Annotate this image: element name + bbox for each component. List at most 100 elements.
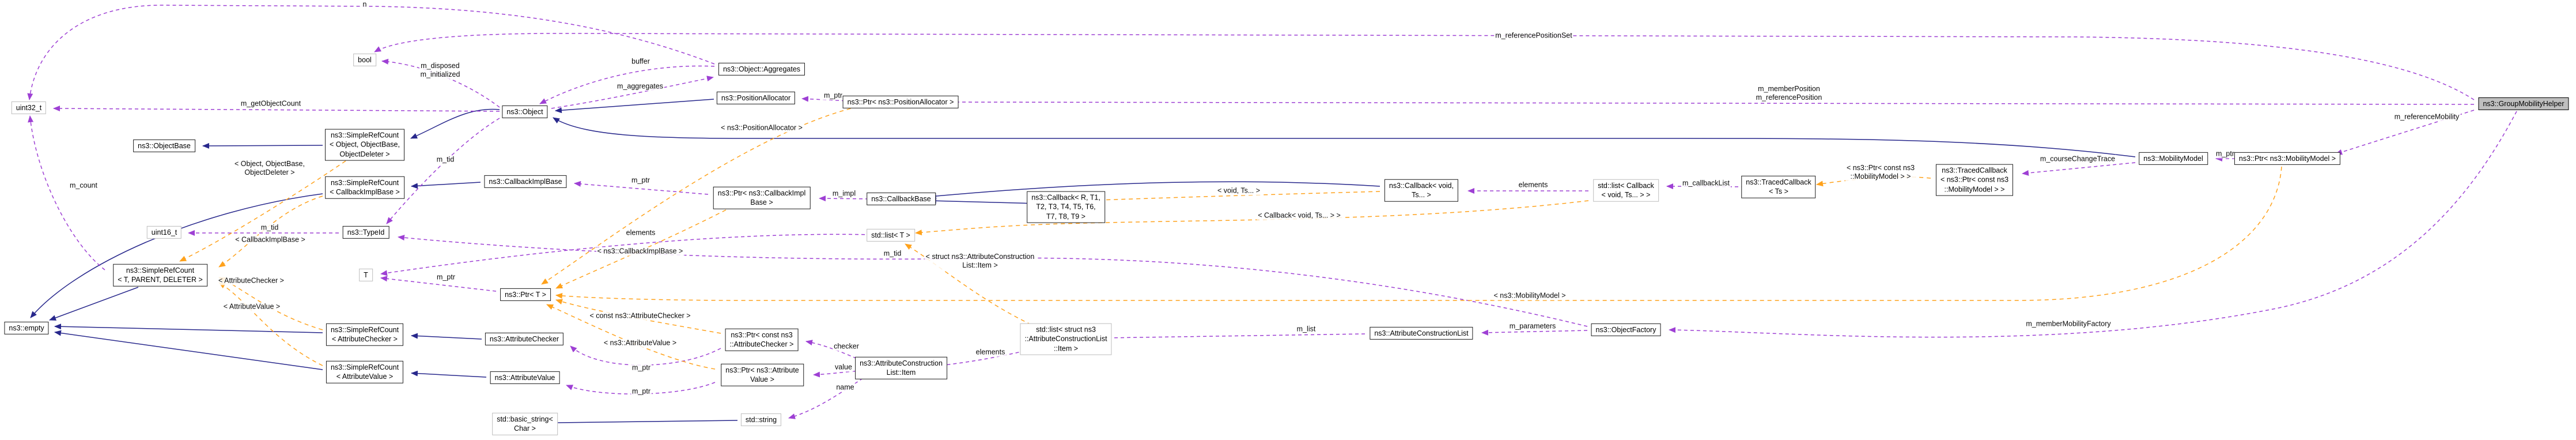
edge-use-listitem-item (940, 349, 1032, 368)
edge-label-lbl-pos-template: < ns3::PositionAllocator > (720, 123, 804, 133)
node-uint16-t: uint16_t (146, 225, 182, 239)
edge-tpl-ptrmob-ptrt (555, 166, 2282, 301)
edge-use-mobility-traced (2022, 162, 2136, 176)
edge-label-lbl-m-referencemobility: m_referenceMobility (2393, 112, 2461, 122)
edge-use-ptrcac-ac (570, 345, 721, 366)
edge-label-lbl-traced-template: < ns3::Ptr< const ns3 ::MobilityModel > … (1845, 164, 1916, 181)
edge-use-callbackbase-ptrcib (819, 195, 876, 202)
edge-label-lbl-m-tid-factory: m_tid (882, 249, 903, 258)
node-attr-construction-list[interactable]: ns3::AttributeConstructionList (1370, 326, 1473, 340)
edge-label-lbl-ac-template: < AttributeChecker > (217, 276, 285, 285)
node-simpleref-tpd[interactable]: ns3::SimpleRefCount < T, PARENT, DELETER… (113, 264, 207, 287)
edge-label-lbl-m-memberposition: m_memberPosition m_referencePosition (1754, 85, 1824, 102)
edge-use-srctpd-uint32 (28, 115, 105, 270)
node-simpleref-object[interactable]: ns3::SimpleRefCount < Object, ObjectBase… (325, 129, 404, 161)
node-ptr-position-allocator[interactable]: ns3::Ptr< ns3::PositionAllocator > (842, 95, 959, 109)
node-attribute-checker[interactable]: ns3::AttributeChecker (485, 332, 564, 346)
edge-label-lbl-m-impl: m_impl (831, 189, 857, 198)
node-empty[interactable]: ns3::empty (4, 321, 49, 335)
edge-use-aggregates-uint32 (27, 5, 715, 100)
node-simpleref-attrvalue[interactable]: ns3::SimpleRefCount < AttributeValue > (326, 360, 404, 383)
edge-use-object-typeid (386, 118, 500, 224)
edge-label-lbl-m-getobjectcount: m_getObjectCount (239, 99, 302, 108)
edge-inh-callbackrt-callbackbase (929, 198, 1038, 204)
edge-label-lbl-m-membermobilityfactory: m_memberMobilityFactory (2025, 319, 2112, 329)
node-aggregates[interactable]: ns3::Object::Aggregates (718, 62, 805, 76)
edge-use-listt-t (380, 234, 872, 276)
edge-use-helper-ptrmob (2335, 110, 2475, 155)
edge-label-lbl-value: value (834, 363, 853, 372)
node-callback-impl-base[interactable]: ns3::CallbackImplBase (484, 175, 567, 189)
node-simpleref-callbackimplbase[interactable]: ns3::SimpleRefCount < CallbackImplBase > (325, 176, 404, 199)
edge-label-lbl-m-ptr-posalloc: m_ptr (823, 91, 843, 100)
edge-label-lbl-checker: checker (833, 342, 860, 351)
edge-label-lbl-const-ac-template: < const ns3::AttributeChecker > (588, 311, 692, 321)
edge-tpl-srcobj-srctpd (179, 160, 346, 262)
edge-inh-srcobj-objectbase (202, 142, 323, 149)
node-object-base[interactable]: ns3::ObjectBase (133, 139, 195, 153)
edge-label-lbl-cib-template: < CallbackImplBase > (234, 235, 307, 245)
node-basic-string: std::basic_string< Char > (492, 412, 558, 435)
edge-label-lbl-m-coursechangetrace: m_courseChangeTrace (2038, 155, 2117, 164)
edge-inh-mobility-object (553, 117, 2136, 157)
edge-label-lbl-n: n (361, 0, 368, 9)
edge-label-lbl-obj-template: < Object, ObjectBase, ObjectDeleter > (233, 160, 306, 177)
node-bool: bool (353, 53, 376, 67)
edge-use-ptrcib-cib (574, 180, 709, 195)
node-object-factory[interactable]: ns3::ObjectFactory (1591, 323, 1661, 337)
node-callback-r-t1-t9[interactable]: ns3::Callback< R, T1, T2, T3, T4, T5, T6… (1027, 191, 1105, 223)
edge-label-lbl-m-ptr-av: m_ptr (631, 387, 652, 396)
edge-label-lbl-av-template: < AttributeValue > (222, 302, 282, 311)
edge-label-lbl-buffer: buffer (630, 57, 651, 66)
edge-inh-posalloc-object (555, 99, 714, 114)
node-simpleref-attrchecker[interactable]: ns3::SimpleRefCount < AttributeChecker > (326, 323, 404, 346)
node-callback-base[interactable]: ns3::CallbackBase (867, 192, 936, 206)
edge-label-lbl-callback-void-ts: < Callback< void, Ts... > > (1257, 211, 1342, 220)
edge-inh-object-srcobj (410, 108, 500, 139)
edge-label-lbl-name: name (835, 383, 856, 392)
node-ptr-callback-impl-base[interactable]: ns3::Ptr< ns3::CallbackImpl Base > (713, 186, 811, 209)
edge-label-lbl-elements-t: elements (625, 228, 657, 238)
node-traced-callback-ts[interactable]: ns3::TracedCallback < Ts > (1741, 175, 1816, 198)
node-ptr-const-attrchecker[interactable]: ns3::Ptr< const ns3 ::AttributeChecker > (725, 328, 799, 351)
node-ptr-t[interactable]: ns3::Ptr< T > (500, 288, 551, 302)
edge-label-lbl-m-ptr-cib: m_ptr (630, 176, 651, 185)
node-mobility-model[interactable]: ns3::MobilityModel (2139, 152, 2208, 166)
edge-use-object-uint32 (53, 106, 500, 112)
edge-use-aclist-listitem (1104, 333, 1365, 341)
edge-label-lbl-m-disposed: m_disposed m_initialized (419, 62, 462, 79)
node-traced-callback-mobility[interactable]: ns3::TracedCallback < ns3::Ptr< const ns… (1935, 164, 2014, 196)
node-position-allocator[interactable]: ns3::PositionAllocator (716, 91, 796, 105)
edge-inh-callbackvoid-callbackbase (929, 181, 1380, 199)
edge-label-lbl-ns3-av-template: < ns3::AttributeValue > (602, 339, 678, 348)
node-ptr-mobility-model[interactable]: ns3::Ptr< ns3::MobilityModel > (2234, 152, 2341, 166)
edge-inh-srcac-empty (54, 324, 323, 333)
edge-label-lbl-void-ts: < void, Ts... > (1216, 186, 1262, 195)
edge-label-lbl-ptr-cib-template: < ns3::CallbackImplBase > (596, 247, 684, 256)
edge-use-helper-bool (374, 33, 2475, 100)
edge-label-lbl-m-referencepositionset: m_referencePositionSet (1494, 31, 1573, 40)
edge-use-helper-factory (1669, 111, 2517, 338)
node-ptr-attrvalue[interactable]: ns3::Ptr< ns3::Attribute Value > (721, 363, 804, 386)
node-attribute-value[interactable]: ns3::AttributeValue (490, 371, 560, 385)
node-attr-construction-item[interactable]: ns3::AttributeConstruction List::Item (855, 356, 947, 379)
edge-label-lbl-elements-callback: elements (1517, 180, 1549, 190)
edge-label-lbl-m-list: m_list (1295, 325, 1317, 334)
edge-label-lbl-mobility-template: < ns3::MobilityModel > (1492, 291, 1567, 300)
node-list-callback-void-ts: std::list< Callback < void, Ts... > > (1593, 179, 1659, 202)
edge-label-lbl-m-tid-object: m_tid (435, 155, 456, 164)
edge-label-lbl-m-ptr-ac: m_ptr (631, 363, 652, 373)
node-type-id[interactable]: ns3::TypeId (342, 225, 389, 239)
edge-use-item-value (813, 370, 869, 378)
edge-label-lbl-elements-item: elements (974, 348, 1007, 357)
edge-use-object-aggregates (551, 76, 714, 109)
node-object[interactable]: ns3::Object (502, 105, 548, 119)
node-group-mobility-helper: ns3::GroupMobilityHelper (2478, 97, 2569, 111)
edge-tpl-ptrpos-ptrt (541, 106, 858, 285)
edge-inh-cib-srccib (411, 182, 481, 189)
edge-use-aggregates-object (539, 65, 715, 104)
edge-label-lbl-m-ptr-t: m_ptr (436, 273, 456, 282)
edge-label-lbl-m-ptr-mobility: m_ptr (2215, 149, 2235, 159)
node-callback-void-ts[interactable]: ns3::Callback< void, Ts... > (1384, 179, 1459, 202)
